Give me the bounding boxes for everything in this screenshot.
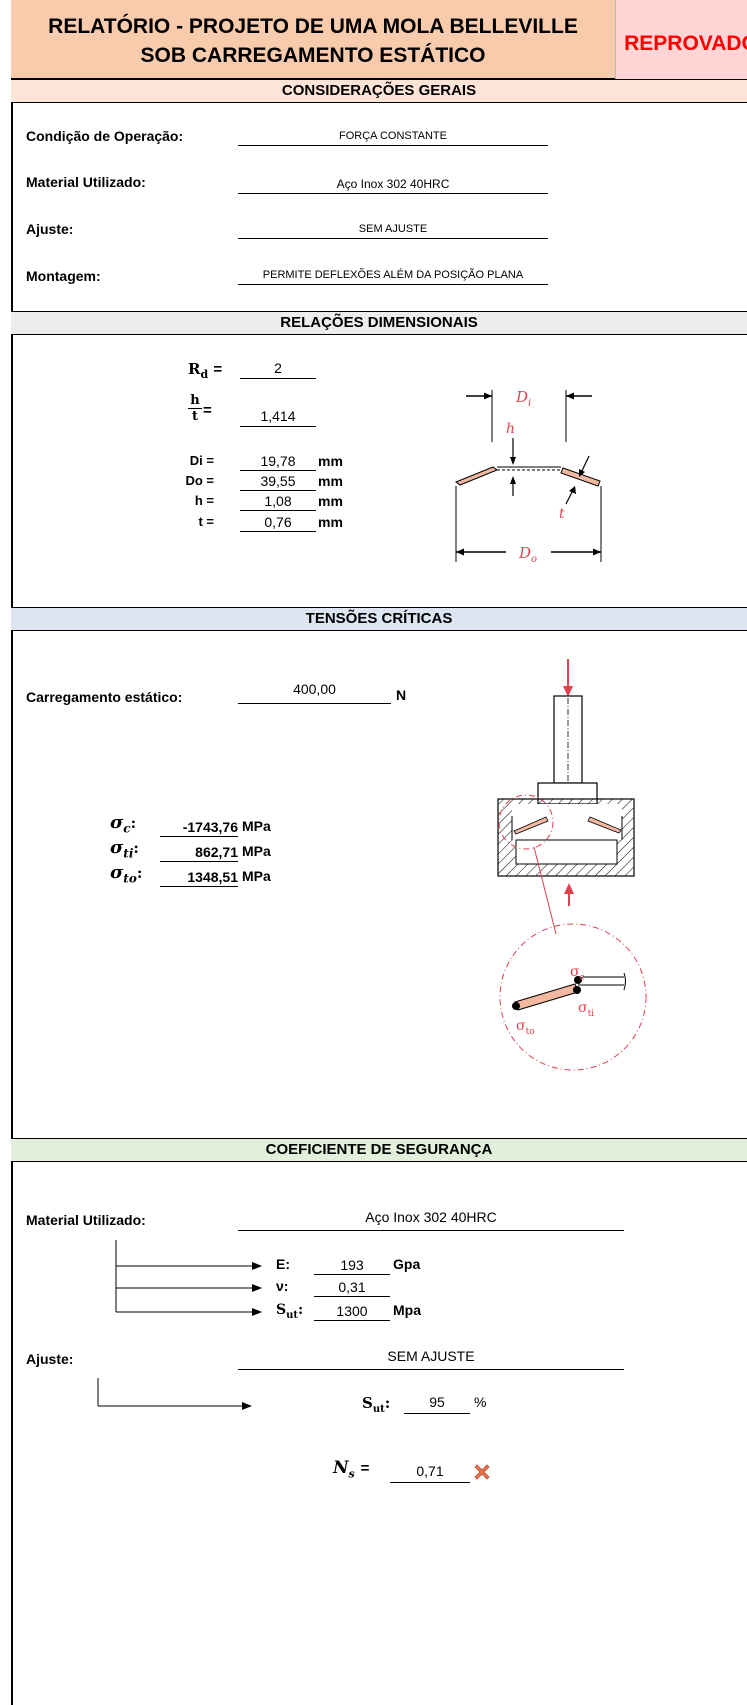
dim-label: Do = <box>185 473 214 488</box>
sheet-frame <box>11 0 747 1705</box>
fit-value: SEM AJUSTE <box>238 220 548 239</box>
title-box: RELATÓRIO - PROJETO DE UMA MOLA BELLEVIL… <box>11 0 615 79</box>
property-label: Sut: <box>276 1302 304 1321</box>
operation-label: Condição de Operação: <box>26 128 184 144</box>
ht-value: 1,414 <box>260 408 296 424</box>
do-label: Do <box>518 544 537 565</box>
material-label: Material Utilizado: <box>26 174 146 190</box>
dim-unit: mm <box>318 473 343 489</box>
sigma-to-label: σto <box>516 1018 535 1037</box>
load-unit: N <box>396 687 407 703</box>
ns-underline <box>390 1482 470 1483</box>
safety-material-label: Material Utilizado: <box>26 1212 146 1228</box>
t-label: t <box>559 506 565 522</box>
ht-underline <box>240 426 316 427</box>
rd-value: 2 <box>274 360 282 376</box>
ht-eq: = <box>203 402 212 419</box>
operation-value: FORÇA CONSTANTE <box>238 127 548 146</box>
stress-unit: MPa <box>242 843 271 859</box>
dim-unit: mm <box>318 493 343 509</box>
spring-right-section <box>560 467 601 487</box>
di-label: Di <box>515 388 531 409</box>
ns-label: Ns = <box>333 1458 370 1481</box>
sut-underline <box>404 1413 470 1414</box>
dim-label: h = <box>194 493 214 508</box>
load-value: 400,00 <box>293 681 336 697</box>
sigma-c-label: σc <box>570 964 585 983</box>
status-box: REPROVADO <box>615 0 747 79</box>
stress-unit: MPa <box>242 868 271 884</box>
rd-label: Rd = <box>188 360 223 381</box>
safety-fit-underline <box>238 1369 624 1370</box>
property-branch-arrows <box>115 1240 262 1316</box>
dim-value: 19,78 <box>240 453 316 471</box>
assembly-label: Montagem: <box>26 268 101 284</box>
material-value: Aço Inox 302 40HRC <box>238 175 548 194</box>
detail-circle <box>499 923 647 1071</box>
dim-value: 1,08 <box>240 493 316 511</box>
assembly-value: PERMITE DEFLEXÕES ALÉM DA POSIÇÃO PLANA <box>238 266 548 285</box>
ht-fraction: h t <box>188 393 202 424</box>
dim-value: 39,55 <box>240 473 316 491</box>
stress-symbol: σto: <box>110 862 143 886</box>
load-label: Carregamento estático: <box>26 689 183 705</box>
sut-unit: % <box>474 1394 487 1410</box>
stress-unit: MPa <box>242 818 271 834</box>
safety-fit-value: SEM AJUSTE <box>387 1348 475 1364</box>
fit-label: Ajuste: <box>26 221 74 237</box>
dim-unit: mm <box>318 453 343 469</box>
property-value: 1300 <box>314 1302 390 1321</box>
load-underline <box>238 703 391 704</box>
sigma-ti-label: σti <box>578 1000 594 1019</box>
section-stresses-header: TENSÕES CRÍTICAS <box>11 607 747 631</box>
section-dimensional-header: RELAÇÕES DIMENSIONAIS <box>11 311 747 335</box>
section-safety-header: COEFICIENTE DE SEGURANÇA <box>11 1138 747 1162</box>
spring-detail-section <box>514 983 579 1011</box>
sut-value: 95 <box>429 1394 445 1410</box>
property-unit: Mpa <box>393 1302 421 1318</box>
property-value: 0,31 <box>314 1278 390 1297</box>
property-value: 193 <box>314 1256 390 1275</box>
dim-label: t = <box>198 514 214 529</box>
stress-symbol: σti: <box>110 837 139 861</box>
status-badge: REPROVADO <box>624 32 747 55</box>
stress-value: -1743,76 <box>160 818 238 837</box>
dim-unit: mm <box>318 514 343 530</box>
x-mark-icon <box>474 1464 490 1480</box>
dim-label: Di = <box>189 453 214 468</box>
property-label: E: <box>276 1256 290 1272</box>
spring-left-section <box>454 466 499 486</box>
belleville-spring-diagram: Di h t Do <box>454 388 602 565</box>
stress-symbol: σc: <box>110 812 137 836</box>
safety-fit-label: Ajuste: <box>26 1351 74 1367</box>
property-label: ν: <box>276 1278 289 1294</box>
title-line-2: SOB CARREGAMENTO ESTÁTICO <box>140 44 486 67</box>
sut-label: Sut: <box>362 1394 391 1415</box>
stress-value: 1348,51 <box>160 868 238 887</box>
safety-material-underline <box>238 1230 624 1231</box>
rd-underline <box>240 378 316 379</box>
dim-value: 0,76 <box>240 514 316 532</box>
stress-location-diagram: σc σti σto <box>497 659 647 1071</box>
title-line-1: RELATÓRIO - PROJETO DE UMA MOLA BELLEVIL… <box>48 15 578 38</box>
safety-material-value: Aço Inox 302 40HRC <box>365 1209 497 1225</box>
h-label: h <box>506 421 515 437</box>
property-unit: Gpa <box>393 1256 421 1272</box>
stress-value: 862,71 <box>160 843 238 862</box>
fit-arrow <box>97 1378 252 1410</box>
section-general-header: CONSIDERAÇÕES GERAIS <box>11 79 747 103</box>
ns-value: 0,71 <box>416 1463 444 1479</box>
